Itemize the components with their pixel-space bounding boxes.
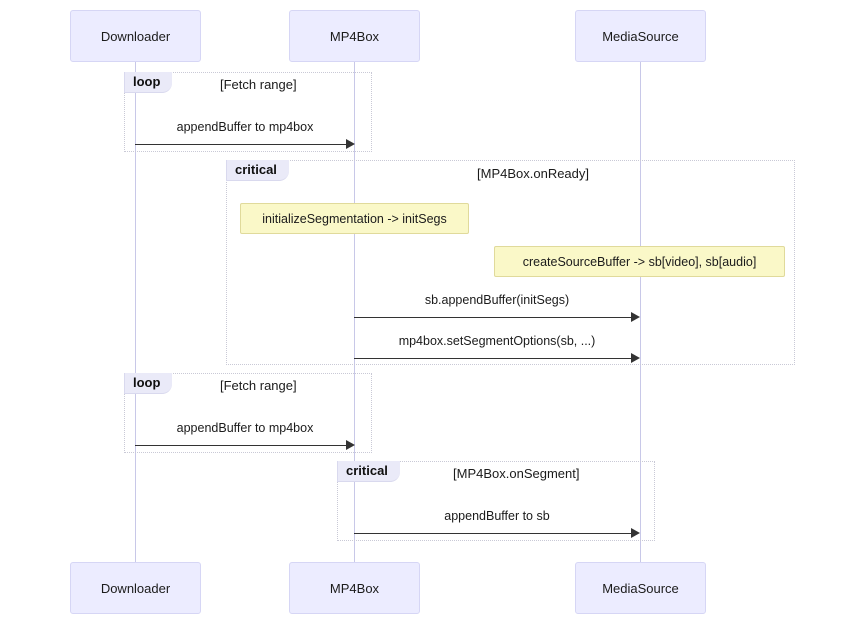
fragment-loop-1-label: loop [124, 72, 173, 93]
fragment-critical-2-condition: [MP4Box.onSegment] [453, 466, 580, 481]
message-3-line [354, 358, 632, 359]
fragment-loop-2-label: loop [124, 373, 173, 394]
message-2-line [354, 317, 632, 318]
participant-mp4box-label: MP4Box [329, 28, 380, 44]
fragment-loop-1 [124, 72, 372, 152]
participant-downloader[interactable]: Downloader [70, 10, 201, 62]
fragment-loop-2-kind: loop [133, 375, 161, 390]
message-5-label: appendBuffer to sb [444, 509, 550, 523]
fragment-loop-1-condition: [Fetch range] [220, 77, 297, 92]
fragment-critical-2 [337, 461, 655, 541]
fragment-critical-2-label: critical [337, 461, 400, 482]
participant-mp4box[interactable]: MP4Box [289, 10, 420, 62]
message-1-label: appendBuffer to mp4box [176, 120, 314, 134]
note-initialize-segmentation: initializeSegmentation -> initSegs [240, 203, 469, 234]
fragment-critical-1-condition: [MP4Box.onReady] [477, 166, 590, 181]
message-4-arrowhead [346, 440, 355, 450]
lifeline-mp4box [354, 62, 355, 562]
note-initialize-segmentation-label: initializeSegmentation -> initSegs [262, 211, 447, 226]
fragment-critical-2-kind: critical [346, 463, 388, 478]
message-2-arrowhead [631, 312, 640, 322]
message-1-line [135, 144, 347, 145]
message-1-arrowhead [346, 139, 355, 149]
participant-mediasource-label: MediaSource [602, 28, 679, 44]
lifeline-downloader [135, 62, 136, 562]
fragment-critical-1-label: critical [226, 160, 289, 181]
message-5-arrowhead [631, 528, 640, 538]
message-5-line [354, 533, 632, 534]
fragment-critical-1-kind: critical [235, 162, 277, 177]
note-create-source-buffer: createSourceBuffer -> sb[video], sb[audi… [494, 246, 785, 277]
participant-mediasource[interactable]: MediaSource [575, 10, 706, 62]
lifeline-mediasource [640, 62, 641, 562]
fragment-loop-2 [124, 373, 372, 453]
fragment-loop-1-kind: loop [133, 74, 161, 89]
participant-mp4box-bottom-label: MP4Box [329, 580, 380, 596]
note-create-source-buffer-label: createSourceBuffer -> sb[video], sb[audi… [522, 254, 757, 269]
participant-mediasource-bottom[interactable]: MediaSource [575, 562, 706, 614]
message-2-label: sb.appendBuffer(initSegs) [424, 293, 570, 307]
participant-mediasource-bottom-label: MediaSource [602, 580, 679, 596]
participant-downloader-label: Downloader [100, 28, 171, 44]
message-4-label: appendBuffer to mp4box [176, 421, 314, 435]
message-4-line [135, 445, 347, 446]
participant-downloader-bottom-label: Downloader [100, 580, 171, 596]
message-3-arrowhead [631, 353, 640, 363]
participant-mp4box-bottom[interactable]: MP4Box [289, 562, 420, 614]
fragment-loop-2-condition: [Fetch range] [220, 378, 297, 393]
fragment-critical-1 [226, 160, 795, 365]
participant-downloader-bottom[interactable]: Downloader [70, 562, 201, 614]
message-3-label: mp4box.setSegmentOptions(sb, ...) [398, 334, 596, 348]
